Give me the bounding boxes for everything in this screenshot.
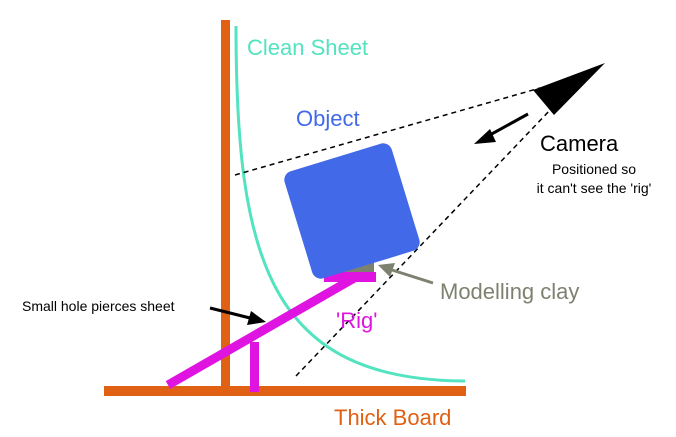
clay-arrow-shaft: [391, 268, 434, 285]
small-hole-label: Small hole pierces sheet: [22, 298, 175, 314]
camera-direction-arrowhead: [474, 129, 496, 144]
camera-note-line2: it can't see the 'rig': [537, 180, 652, 196]
object-label: Object: [296, 106, 360, 131]
camera-direction-arrow-shaft: [487, 112, 529, 138]
rig-diagonal-rod: [165, 273, 359, 389]
clean-sheet-curve: [234, 25, 466, 383]
small-hole-arrowhead: [247, 311, 266, 325]
object-block: [284, 143, 420, 279]
camera-sight-line-upper: [234, 87, 541, 176]
camera-note-line1: Positioned so: [552, 161, 636, 177]
rig-label: 'Rig': [336, 308, 377, 333]
camera-label: Camera: [540, 131, 619, 156]
thick-board-label: Thick Board: [334, 405, 451, 430]
rig-leg: [250, 342, 259, 392]
camera-sight-line-lower: [295, 107, 553, 377]
small-hole-arrow-shaft: [209, 306, 251, 320]
thick-board-horizontal: [104, 386, 466, 396]
camera-icon: [533, 63, 605, 115]
thick-board-vertical: [221, 20, 230, 390]
clay-arrowhead: [378, 263, 395, 277]
rig-platform: [324, 272, 376, 282]
clean-sheet-label: Clean Sheet: [247, 35, 368, 60]
modelling-clay-label: Modelling clay: [440, 279, 579, 304]
